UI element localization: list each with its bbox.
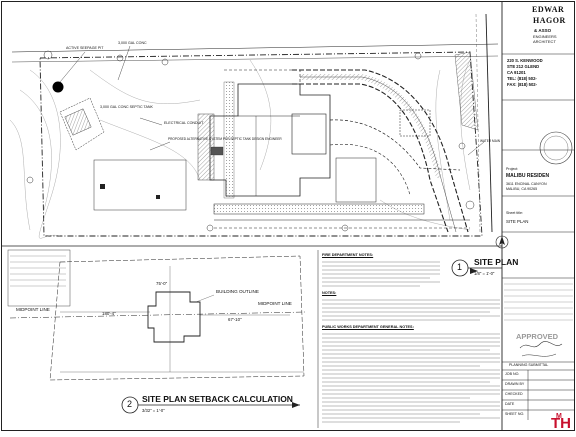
label-midpoint-right: MIDPOINT LINE — [258, 301, 292, 306]
notes-heading: NOTES: — [322, 291, 337, 295]
callout-gal: 3,000 GAL CONC — [118, 41, 147, 45]
svg-text:M: M — [556, 413, 562, 420]
firm-tel: TEL: (818) 502- — [507, 76, 537, 81]
planning-label: PLANNING SUBMITTAL — [509, 363, 549, 367]
firm-address1: 220 S. KENWOOD — [507, 58, 543, 63]
firm-sub3: ARCHITECT — [533, 39, 556, 44]
septic-area — [52, 81, 187, 211]
dim-180: 180'-4" — [102, 311, 116, 316]
site-plan-scale: 1/8" = 1'-0" — [474, 271, 495, 276]
sheet-title: SITE PLAN — [506, 219, 529, 224]
notes-text-lines — [322, 261, 500, 423]
project-address2: MALIBU, CA 90265 — [506, 187, 538, 191]
project-label: Project: — [506, 167, 519, 171]
titleblock-grid — [502, 53, 575, 420]
callout-water-main: WATER MAIN — [480, 139, 501, 143]
public-works-heading: PUBLIC WORKS DEPARTMENT GENERAL NOTES: — [322, 325, 414, 329]
drawing-title-markers — [121, 259, 502, 414]
project-name: MALIBU RESIDEN — [506, 173, 550, 179]
patio-walls — [213, 109, 470, 229]
fire-notes-heading: FIRE DEPARTMENT NOTES: — [322, 253, 374, 257]
callout-septic-tank: 3,000 GAL CONC SEPTIC TANK — [100, 105, 153, 109]
label-midpoint-left: MIDPOINT LINE — [16, 307, 50, 312]
firm-fax: FAX: (818) 502- — [507, 82, 538, 87]
setback-title: SITE PLAN SETBACK CALCULATION — [142, 394, 293, 404]
sheet-no-label: SHEET NO. — [505, 412, 525, 416]
road-edge — [485, 13, 493, 233]
firm-address2: STE 212 GLEND — [507, 64, 540, 69]
firm-name-line2: HAGOR — [533, 16, 566, 25]
setback-number: 2 — [127, 399, 133, 409]
seepage-pit-icon — [52, 81, 64, 93]
svg-text:TH: TH — [551, 415, 571, 432]
project-address1: 3611 ENCINAL CANYON — [506, 182, 547, 186]
house-footprint — [197, 81, 331, 199]
firm-sub2: ENGINEERS — [533, 34, 557, 39]
engineer-seal-icon — [539, 131, 573, 165]
callout-electrical: ELECTRICAL CONDUIT — [164, 121, 204, 125]
driveway-hatch — [300, 74, 442, 178]
revision-lines — [504, 283, 573, 321]
setback-scale: 3/32" = 1'-0" — [142, 408, 165, 413]
logo-stamp-icon — [548, 412, 574, 430]
site-plan-title: SITE PLAN — [474, 257, 519, 267]
leader-lines — [59, 45, 485, 156]
date-label: DATE — [505, 402, 515, 406]
signature-scribble — [519, 341, 563, 349]
tree-symbols — [26, 50, 475, 232]
label-building-outline: BUILDING OUTLINE — [216, 289, 259, 294]
approved-stamp: APPROVED — [516, 332, 559, 341]
firm-name-line1: EDWAR — [532, 5, 565, 14]
checked-label: CHECKED — [505, 392, 523, 396]
firm-address3: CA 91201 — [507, 70, 526, 75]
site-plan-number: 1 — [457, 262, 463, 272]
callout-septic-system: PROPOSED ALTERNATIVE SYSTEM PER SEPTIC T… — [168, 137, 282, 141]
dim-67: 67'-10" — [228, 317, 242, 322]
property-boundary — [11, 43, 499, 237]
callout-seepage-pit: ACTIVE SEEPAGE PIT — [66, 46, 104, 50]
slope-hatch — [454, 51, 479, 131]
setback-drawing — [7, 249, 306, 381]
drawn-by-label: DRAWN BY — [505, 382, 525, 386]
sheet-title-label: Sheet title: — [506, 211, 523, 215]
firm-sub1: & ASSO — [534, 28, 552, 33]
job-no-label: JOB NO. — [505, 372, 520, 376]
dim-75: 75'-0" — [156, 281, 168, 286]
